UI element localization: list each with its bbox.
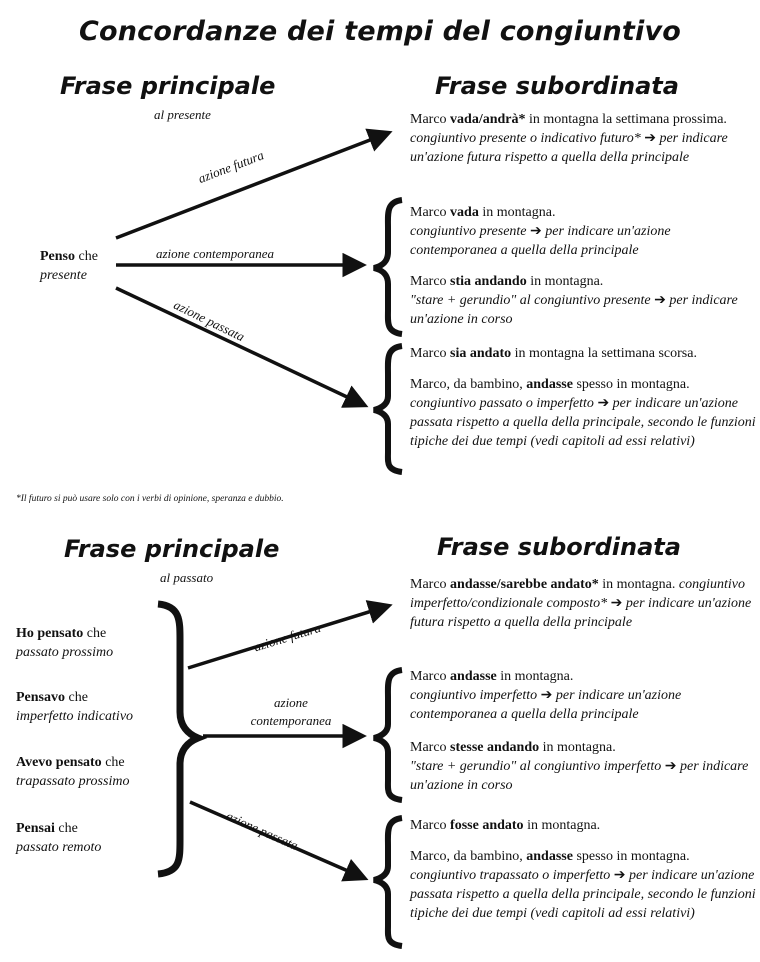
arrow-future-bottom [187,600,393,670]
top-sub-heading: Frase subordinata [435,72,679,100]
right-arrow-icon: ➔ [664,759,677,774]
label-contemporary-top: azione contemporanea [156,246,275,261]
footnote: *Il futuro si può usare solo con i verbi… [16,494,284,504]
arrow-future-top [115,128,393,240]
right-arrow-icon: ➔ [540,688,553,703]
right-arrow-icon: ➔ [530,224,542,239]
bottom-main-subheading: al passato [160,570,214,585]
top-main-subheading: al presente [154,107,211,122]
right-arrow-icon: ➔ [644,131,656,146]
bottom-main-heading: Frase principale [64,535,280,563]
top-future-block: Marco vada/andrà* in montagna la settima… [410,112,728,165]
top-contemporary-2: Marco stia andando in montagna. "stare +… [410,274,738,327]
bottom-main-clause-3: Avevo pensato che trapassato prossimo [16,755,130,789]
right-arrow-icon: ➔ [610,596,623,611]
right-brace-icon [157,600,208,878]
left-brace-icon [373,197,403,337]
left-brace-icon [373,343,403,475]
page-title: Concordanze dei tempi del congiuntivo [78,16,682,47]
bottom-main-clause-4: Pensai che passato remoto [16,821,102,855]
che-word: che [75,249,98,264]
right-arrow-icon: ➔ [597,396,610,411]
bottom-past-1: Marco fosse andato in montagna. [410,818,601,833]
top-past-1: Marco sia andato in montagna la settiman… [410,346,697,361]
main-tense: presente [40,268,87,283]
main-verb: Penso [40,249,75,264]
top-past-2: Marco, da bambino, andasse spesso in mon… [410,377,756,449]
arrow-past-bottom [189,800,369,882]
top-contemporary-1: Marco vada in montagna. congiuntivo pres… [410,205,671,258]
bottom-sub-heading: Frase subordinata [437,533,681,561]
top-main-heading: Frase principale [60,72,276,100]
bottom-contemporary-2: Marco stesse andando in montagna. "stare… [410,740,749,793]
bottom-contemporary-1: Marco andasse in montagna. congiuntivo i… [410,669,682,722]
right-arrow-icon: ➔ [654,293,666,308]
bottom-future-block: Marco andasse/sarebbe andato* in montagn… [410,577,752,630]
right-arrow-icon: ➔ [613,868,626,883]
left-brace-icon [373,667,403,803]
bottom-main-clause-2: Pensavo che imperfetto indicativo [16,690,134,724]
left-brace-icon [373,815,403,949]
top-main-clause: Penso che presente [40,247,98,285]
bottom-main-clause-1: Ho pensato che passato prossimo [16,626,114,660]
arrow-past-top [115,286,369,408]
bottom-past-2: Marco, da bambino, andasse spesso in mon… [410,849,756,921]
